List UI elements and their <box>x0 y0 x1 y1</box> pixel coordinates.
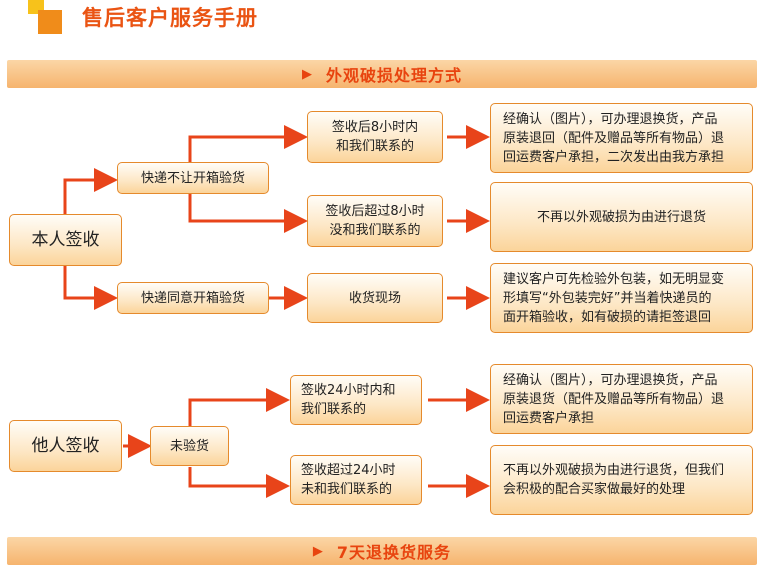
section-title-7day: 7天退换货服务 <box>336 543 452 562</box>
triangle-right-icon: ▶ <box>301 66 312 82</box>
node-over-24h: 签收超过24小时 未和我们联系的 <box>290 455 422 505</box>
node-result-refund-24h: 经确认（图片），可办理退换货，产品 原装退货（配件及赠品等所有物品）退 回运费客… <box>490 364 753 434</box>
node-result-cooperate: 不再以外观破损为由进行退货，但我们 会积极的配合买家做最好的处理 <box>490 445 753 515</box>
node-self-sign: 本人签收 <box>9 214 122 266</box>
logo-square-orange <box>38 10 62 34</box>
node-receive-site: 收货现场 <box>307 273 443 323</box>
connector-self-to-noopen <box>63 168 118 214</box>
connector-notchecked-to-within24 <box>188 388 290 426</box>
node-within-24h: 签收24小时内和 我们联系的 <box>290 375 422 425</box>
node-courier-no-open: 快递不让开箱验货 <box>117 162 269 194</box>
connector-self-to-open <box>63 266 118 310</box>
section-header-7day: ▶ 7天退换货服务 <box>7 537 757 565</box>
section-title-damage: 外观破损处理方式 <box>325 66 462 85</box>
connector-noopen-to-within8 <box>188 125 308 162</box>
node-within-8h: 签收后8小时内 和我们联系的 <box>307 111 443 163</box>
node-result-refund: 经确认（图片），可办理退换货，产品 原装退回（配件及赠品等所有物品）退 回运费客… <box>490 103 753 173</box>
node-result-inspect: 建议客户可先检验外包装，如无明显变 形填写“外包装完好”并当着快递员的 面开箱验… <box>490 263 753 333</box>
node-over-8h: 签收后超过8小时 没和我们联系的 <box>307 195 443 247</box>
node-other-sign: 他人签收 <box>9 420 122 472</box>
connector-notchecked-to-over24 <box>188 467 290 498</box>
node-result-no-return: 不再以外观破损为由进行退货 <box>490 182 753 252</box>
connector-noopen-to-over8 <box>188 194 308 233</box>
page-title: 售后客户服务手册 <box>82 6 258 30</box>
node-not-checked: 未验货 <box>150 426 229 466</box>
node-courier-open: 快递同意开箱验货 <box>117 282 269 314</box>
triangle-right-icon: ▶ <box>312 543 323 559</box>
section-header-damage: ▶ 外观破损处理方式 <box>7 60 757 88</box>
